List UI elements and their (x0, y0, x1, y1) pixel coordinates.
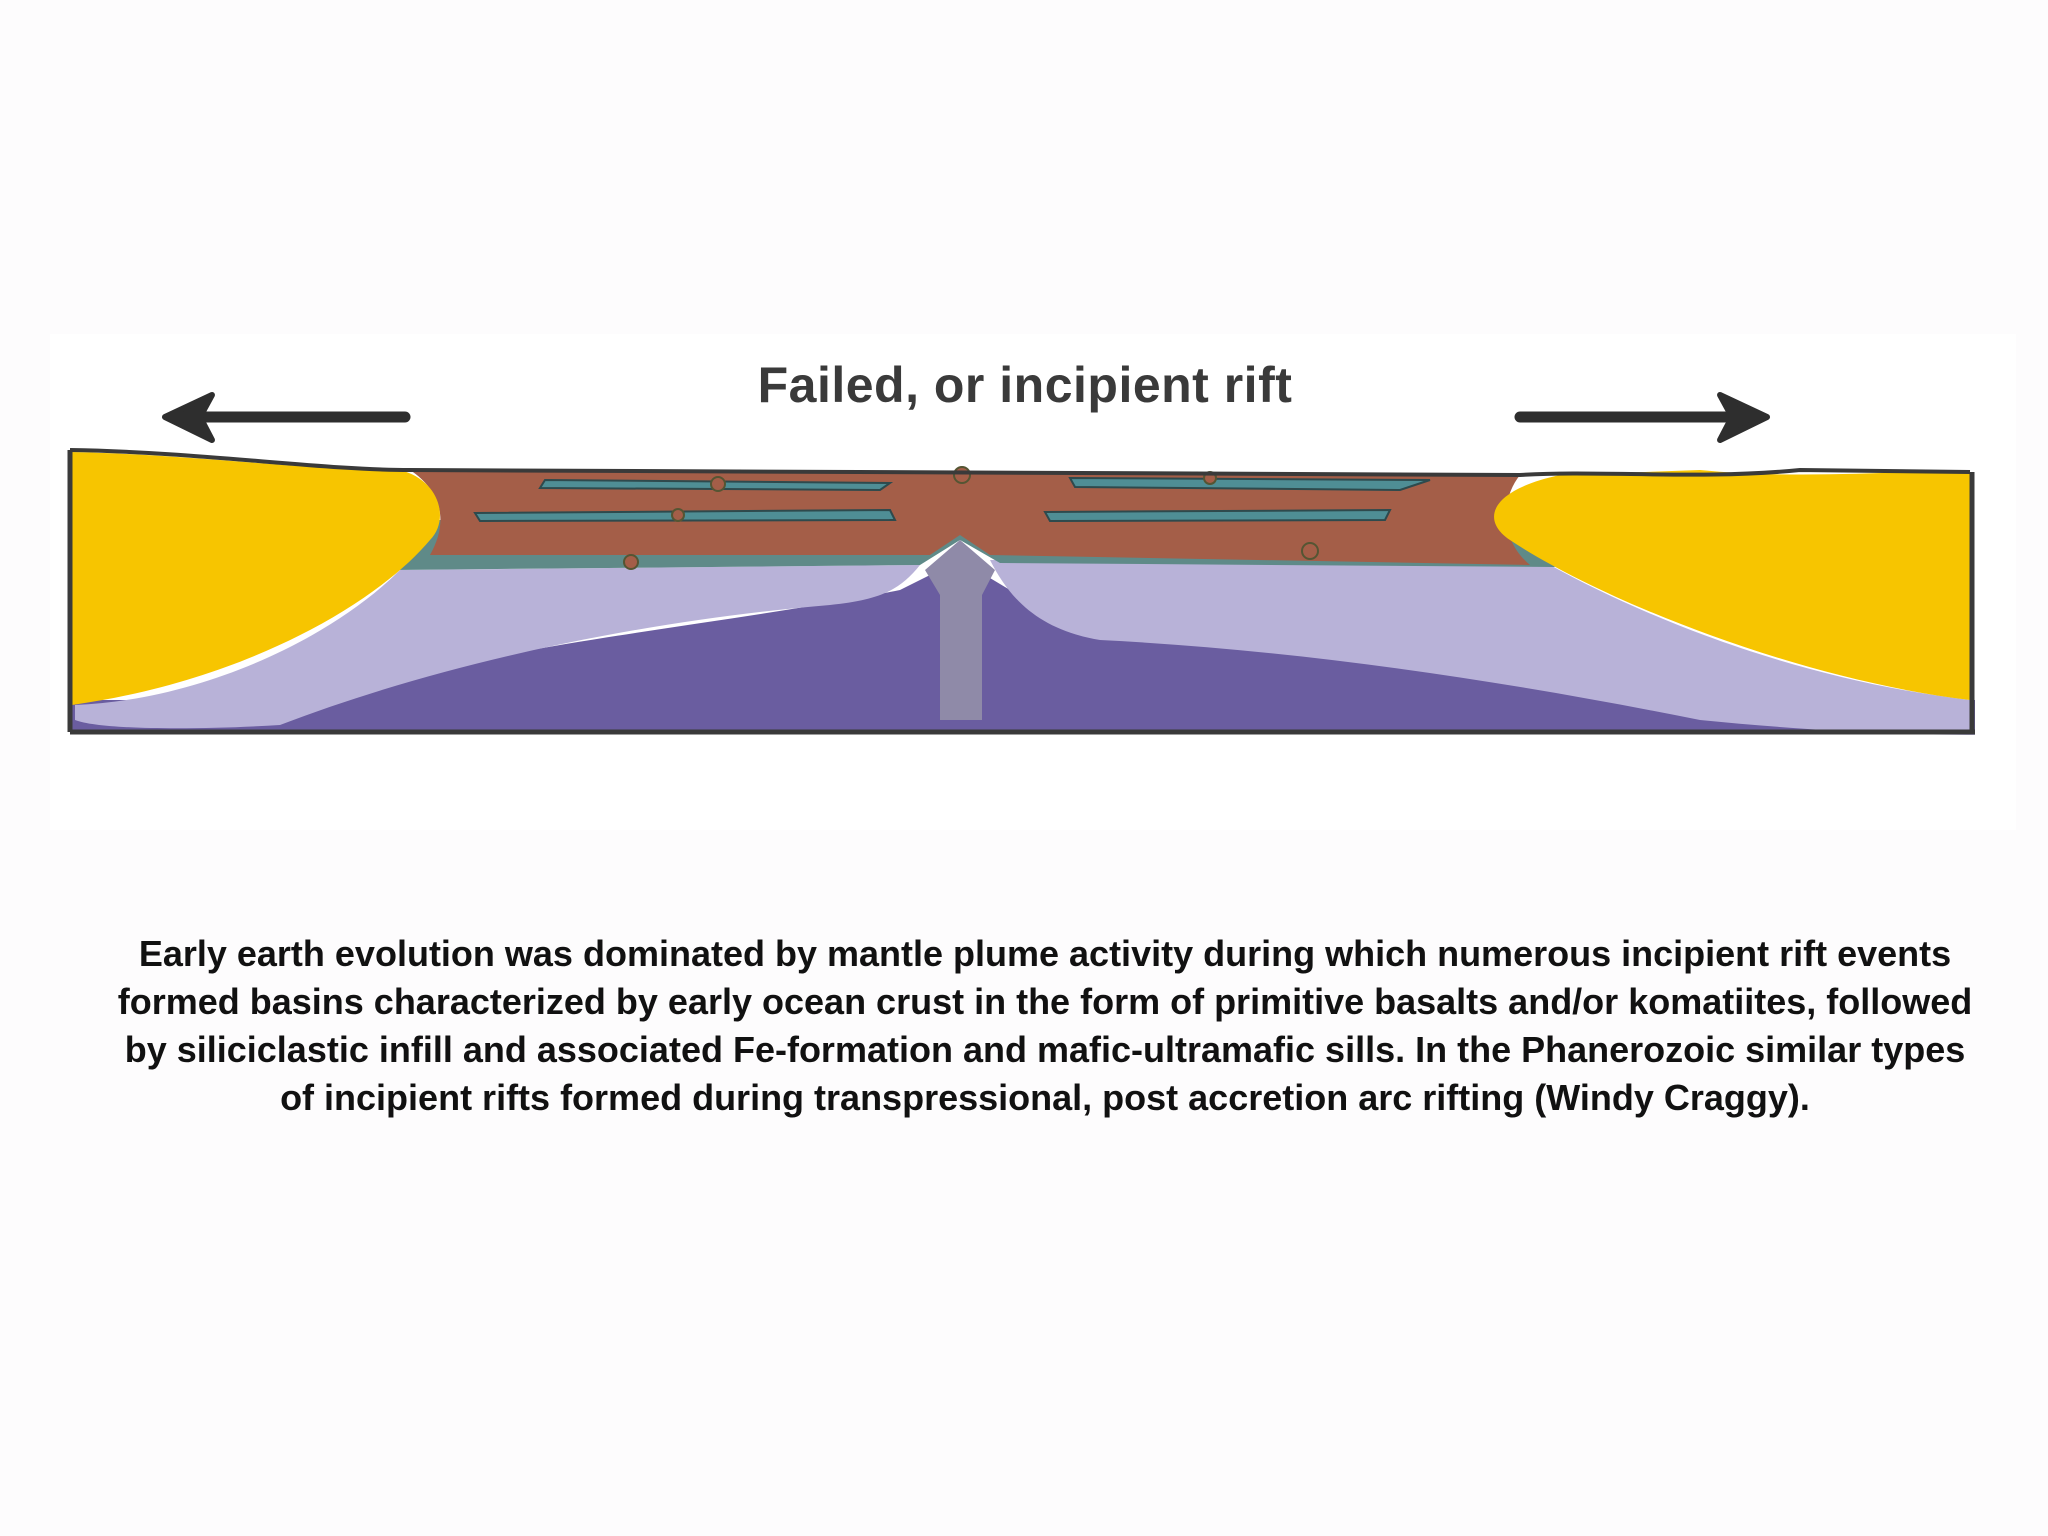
mantle-plume (925, 540, 995, 720)
sediment-infill (410, 470, 1530, 565)
sill-mid-left (473, 508, 897, 523)
left-arrow-icon (162, 392, 411, 443)
continent-left (72, 452, 440, 705)
continent-right (1494, 470, 1970, 700)
nodule (953, 466, 971, 484)
nodule (671, 508, 685, 522)
nodule (623, 554, 639, 570)
lithosphere-right (990, 560, 1975, 735)
nodule (710, 476, 726, 492)
nodule (1301, 542, 1319, 560)
sill-mid-right (1043, 508, 1392, 523)
surface-line (69, 448, 1971, 478)
diagram-title: Failed, or incipient rift (757, 357, 1293, 413)
mantle-body (70, 560, 1970, 730)
right-arrow-icon (1514, 392, 1770, 443)
lithosphere-left (75, 565, 920, 729)
sill-upper-right (1068, 476, 1431, 492)
caption-text: Early earth evolution was dominated by m… (117, 933, 1973, 1118)
